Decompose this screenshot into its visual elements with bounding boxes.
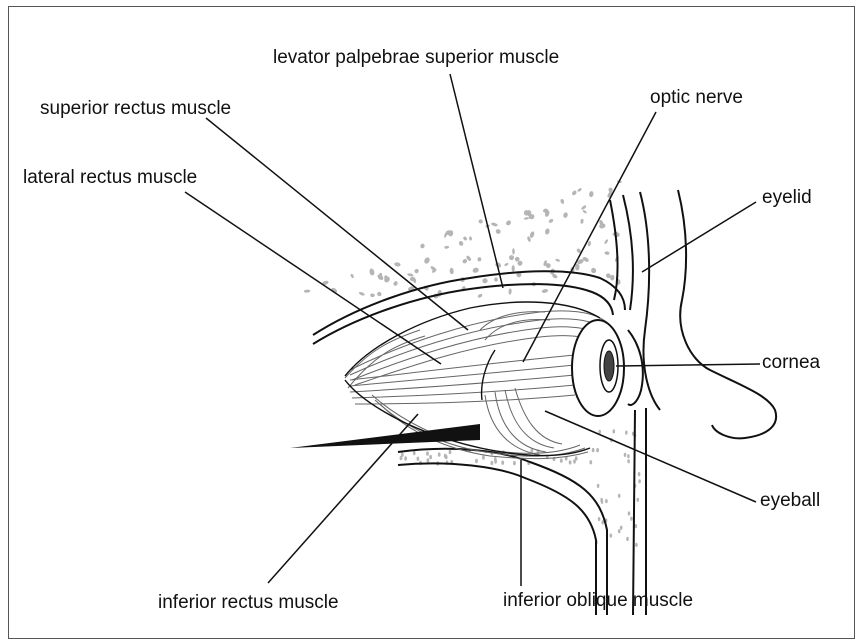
leader-inferior-rectus: [268, 414, 418, 583]
label-superior-rectus: superior rectus muscle: [40, 98, 231, 120]
label-inferior-rectus: inferior rectus muscle: [158, 592, 339, 614]
label-lateral-rectus: lateral rectus muscle: [23, 167, 197, 189]
label-eyeball: eyeball: [760, 490, 820, 512]
label-inferior-oblique: inferior oblique muscle: [503, 590, 693, 612]
label-cornea: cornea: [762, 352, 820, 374]
leader-cornea: [616, 364, 760, 366]
leader-eyelid: [642, 202, 756, 272]
leader-levator: [450, 74, 503, 288]
eyelid-outline: [628, 190, 776, 438]
leader-lines: [185, 74, 760, 586]
eyeball-shape: [572, 320, 624, 416]
label-levator-palpebrae: levator palpebrae superior muscle: [273, 47, 559, 69]
label-optic-nerve: optic nerve: [650, 87, 743, 109]
leader-superior-rectus: [206, 118, 468, 330]
label-eyelid: eyelid: [762, 187, 812, 209]
